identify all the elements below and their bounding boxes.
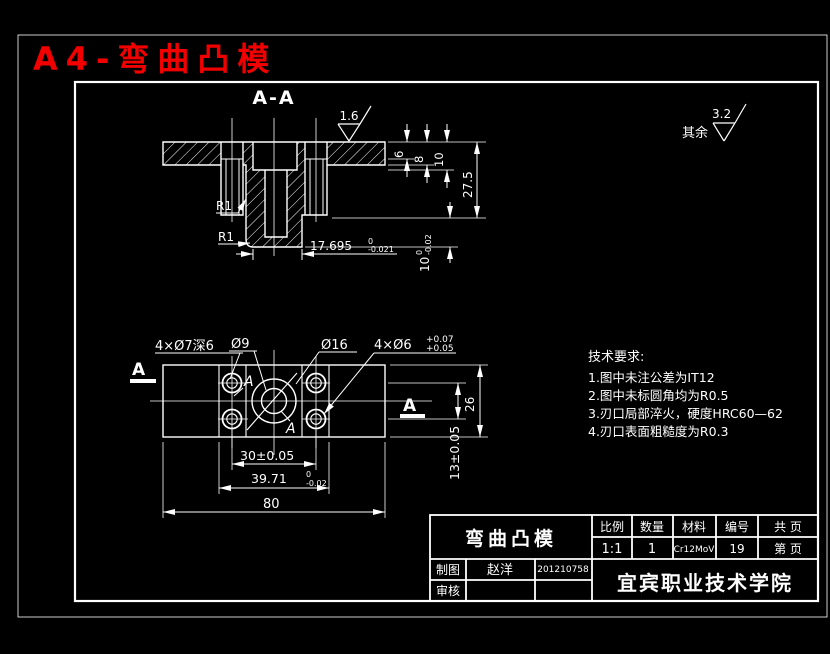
finish-1-6: 1.6 <box>337 105 372 142</box>
dim-80: 80 <box>263 497 280 512</box>
label-d9: Ø9 <box>231 337 250 352</box>
general-roughness: 其余 3.2 <box>682 103 747 142</box>
label-holes-6-lower: +0.05 <box>426 344 454 354</box>
dim-39-upper: 0 <box>306 470 311 479</box>
finish-1-6-value: 1.6 <box>339 109 358 123</box>
label-holes-7: 4×Ø7深6 <box>155 339 214 354</box>
dim-tip-height-main: 10 <box>418 257 432 272</box>
col-scale: 比例 <box>600 520 624 534</box>
section-dims-steps <box>404 124 450 188</box>
val-no: 19 <box>729 542 744 556</box>
general-roughness-value: 3.2 <box>712 107 731 121</box>
col-pages: 共 页 <box>774 520 802 534</box>
datum-b-label: A <box>285 421 296 437</box>
tech-requirements-line4: 4.刃口表面粗糙度为R0.3 <box>588 424 729 439</box>
label-holes-7-leader <box>155 352 243 380</box>
val-pages: 第 页 <box>774 542 802 556</box>
dim-27-5: 27.5 <box>461 171 475 198</box>
section-label: A-A <box>252 87 295 109</box>
label-holes-6-main: 4×Ø6 <box>374 338 412 353</box>
plan-centerlines <box>150 350 432 455</box>
val-qty: 1 <box>648 542 656 557</box>
dim-width-lower: -0.021 <box>368 245 394 254</box>
tech-requirements-line2: 2.图中未标圆角均为R0.5 <box>588 388 729 403</box>
radius-upper-leader <box>216 198 247 214</box>
dim-8: 8 <box>412 156 426 163</box>
label-holes-6-upper: +0.07 <box>426 335 454 345</box>
dim-13: 13±0.05 <box>447 426 462 480</box>
radius-lower-leader <box>218 241 251 248</box>
row-draw-no: 201210758 <box>537 565 589 575</box>
section-centerlines <box>231 118 317 256</box>
tech-requirements-line3: 3.刃口局部淬火，硬度HRC60—62 <box>588 406 783 421</box>
title-block-grid <box>429 514 819 602</box>
dim-10: 10 <box>432 152 446 167</box>
row-check-label: 审核 <box>436 583 460 598</box>
roughness-symbol-icon <box>712 103 747 142</box>
dim-width-main: 17.695 <box>310 239 352 253</box>
radius-lower-label: R1 <box>218 230 234 244</box>
datum-b-leader <box>280 410 291 422</box>
dim-6: 6 <box>392 151 406 158</box>
plan-extension-lines <box>162 364 488 518</box>
col-material: 材料 <box>682 520 706 534</box>
section-view: A-A 1.6 <box>162 87 486 272</box>
dim-tip-height-lower: -0.02 <box>424 234 433 255</box>
row-draw-label: 制图 <box>436 563 460 577</box>
col-no: 编号 <box>725 519 749 534</box>
section-marker-right: A <box>403 396 417 416</box>
dim-width-lines <box>236 249 397 260</box>
label-d16: Ø16 <box>321 338 348 353</box>
datum-a-label: A <box>243 374 254 390</box>
val-scale: 1:1 <box>602 542 623 557</box>
finish-1-6-symbol-icon <box>337 105 372 142</box>
general-roughness-label: 其余 <box>682 125 708 141</box>
section-marker-left: A <box>132 360 146 380</box>
plan-view: 4×Ø7深6 Ø9 Ø16 4×Ø6 +0.07 +0.05 A A A A <box>130 335 488 518</box>
dim-tip-height-upper: 0 <box>415 250 424 255</box>
radius-upper-label: R1 <box>216 199 232 213</box>
row-draw-name: 赵洋 <box>487 563 513 578</box>
sheet-title: A4-弯曲凸模 <box>33 40 277 78</box>
tech-requirements-heading: 技术要求: <box>588 350 644 365</box>
dim-width-upper: 0 <box>368 237 373 246</box>
dim-39-lower: -0.02 <box>306 479 327 488</box>
dim-26: 26 <box>463 397 477 412</box>
tech-requirements-line1: 1.图中未注公差为IT12 <box>588 370 715 385</box>
label-d16-leader <box>295 351 357 385</box>
dim-30: 30±0.05 <box>240 448 294 463</box>
val-material: Cr12MoV <box>674 545 716 555</box>
label-d9-leader <box>229 350 267 391</box>
part-name: 弯曲凸模 <box>465 527 557 550</box>
dim-39-main: 39.71 <box>251 471 287 486</box>
datum-a-leader <box>233 387 244 397</box>
title-block: 弯曲凸模 比例 数量 材料 编号 共 页 1:1 1 Cr12MoV 19 第 … <box>429 514 819 602</box>
label-holes-6-leader <box>323 352 456 415</box>
school-name: 宜宾职业技术学院 <box>617 571 793 595</box>
tech-requirements: 技术要求: 1.图中未注公差为IT12 2.图中未标圆角均为R0.5 3.刃口局… <box>588 350 783 439</box>
dim-tip-height: 10 0 -0.02 <box>415 234 433 272</box>
col-qty: 数量 <box>640 519 664 534</box>
